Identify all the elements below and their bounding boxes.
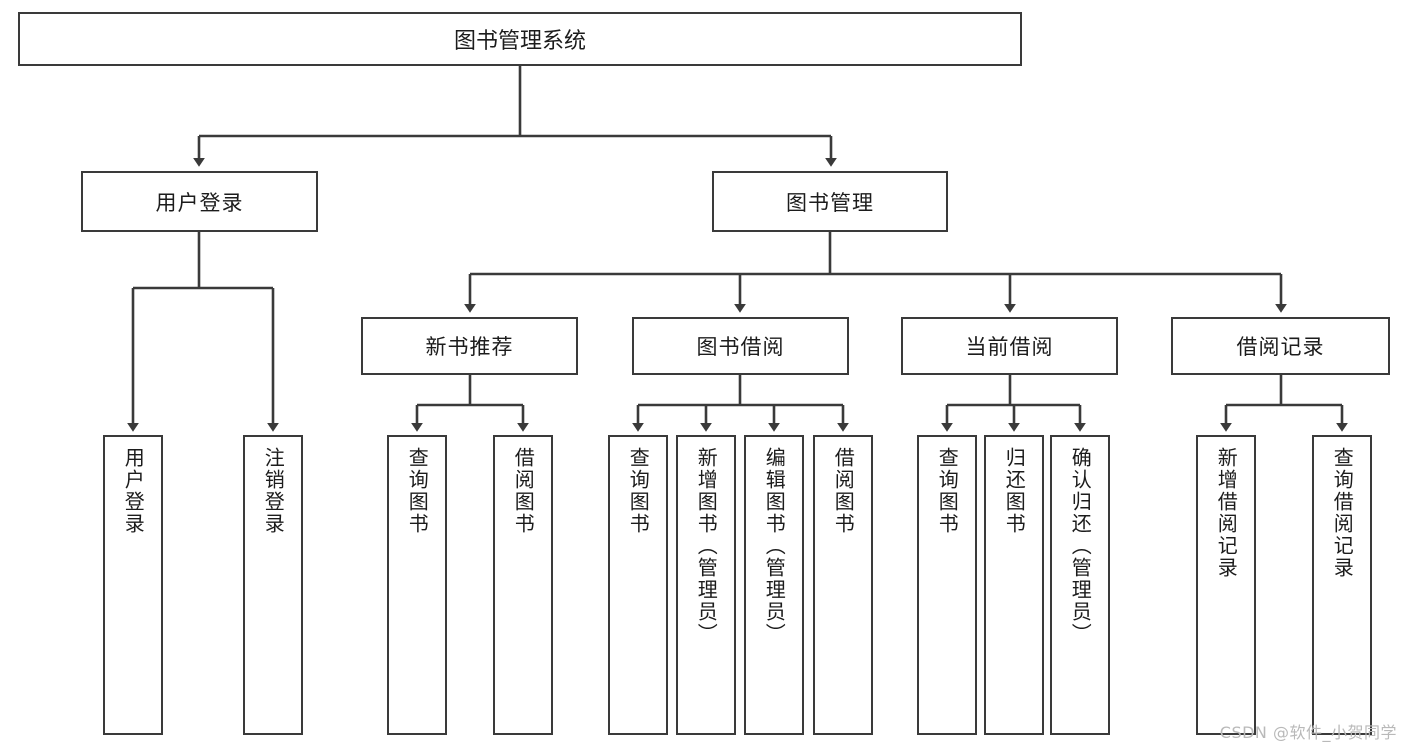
node-new-book-recommend[interactable]: 新书推荐 — [361, 317, 578, 375]
node-label: 新书推荐 — [425, 335, 514, 359]
leaf-user-logout[interactable]: 注销登录 — [243, 435, 303, 735]
leaf-current-query-book[interactable]: 查询图书 — [917, 435, 977, 735]
node-label: 借阅图书 — [511, 447, 536, 535]
watermark: CSDN @软件_小贺同学 — [1219, 723, 1397, 742]
node-label: 用户登录 — [121, 447, 146, 535]
node-label: 图书管理 — [786, 190, 874, 215]
node-label: 借阅记录 — [1236, 335, 1325, 359]
leaf-record-add[interactable]: 新增借阅记录 — [1196, 435, 1256, 735]
node-borrow-records[interactable]: 借阅记录 — [1171, 317, 1390, 375]
leaf-borrow-query-book[interactable]: 查询图书 — [608, 435, 668, 735]
node-current-borrow[interactable]: 当前借阅 — [901, 317, 1118, 375]
leaf-borrow-borrow-book[interactable]: 借阅图书 — [813, 435, 873, 735]
leaf-borrow-edit-book[interactable]: 编辑图书（管理员） — [744, 435, 804, 735]
node-label: 当前借阅 — [965, 335, 1054, 359]
node-label: 新增图书（管理员） — [694, 447, 719, 645]
node-label: 注销登录 — [261, 447, 286, 535]
leaf-new-book-borrow[interactable]: 借阅图书 — [493, 435, 553, 735]
node-label: 归还图书 — [1002, 447, 1027, 535]
node-label: 查询图书 — [405, 447, 430, 535]
leaf-new-book-query[interactable]: 查询图书 — [387, 435, 447, 735]
node-label: 查询图书 — [935, 447, 960, 535]
node-label: 借阅图书 — [831, 447, 856, 535]
node-label: 确认归还（管理员） — [1068, 447, 1093, 645]
leaf-current-confirm-return[interactable]: 确认归还（管理员） — [1050, 435, 1110, 735]
node-label: 用户登录 — [155, 190, 244, 215]
node-user-login[interactable]: 用户登录 — [81, 171, 318, 232]
node-root-system[interactable]: 图书管理系统 — [18, 12, 1022, 66]
leaf-current-return-book[interactable]: 归还图书 — [984, 435, 1044, 735]
node-label: 图书管理系统 — [453, 29, 586, 54]
node-label: 查询图书 — [626, 447, 651, 535]
node-label: 图书借阅 — [696, 335, 785, 359]
node-book-borrow[interactable]: 图书借阅 — [632, 317, 849, 375]
node-label: 编辑图书（管理员） — [762, 447, 787, 645]
node-label: 查询借阅记录 — [1330, 447, 1355, 579]
leaf-user-login[interactable]: 用户登录 — [103, 435, 163, 735]
node-book-management[interactable]: 图书管理 — [712, 171, 948, 232]
leaf-record-query[interactable]: 查询借阅记录 — [1312, 435, 1372, 735]
node-label: 新增借阅记录 — [1214, 447, 1239, 579]
leaf-borrow-add-book[interactable]: 新增图书（管理员） — [676, 435, 736, 735]
